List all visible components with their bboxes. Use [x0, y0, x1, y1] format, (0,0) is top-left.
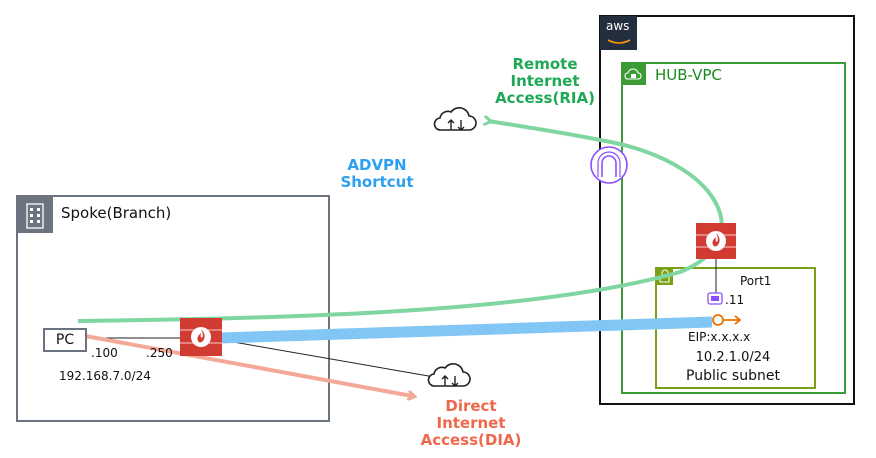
port-ip-label: .11 — [725, 293, 745, 307]
cloud-icon — [427, 363, 471, 387]
vpc-cloud-lock-icon — [622, 63, 646, 85]
pc-ip-label: .100 — [91, 346, 118, 360]
firewall-icon — [180, 318, 222, 356]
cloud-icon — [433, 107, 477, 131]
spoke-subnet-label: 192.168.7.0/24 — [59, 369, 151, 383]
building-icon — [17, 196, 53, 233]
public-subnet-label: Public subnet — [686, 368, 780, 384]
eip-label: EIP:x.x.x.x — [688, 330, 751, 344]
spoke-title: Spoke(Branch) — [61, 204, 172, 222]
aws-cloud-box — [599, 15, 855, 405]
fw-ip-label: .250 — [146, 346, 173, 360]
aws-smile-icon — [607, 39, 631, 44]
aws-logo-text: aws — [606, 19, 630, 33]
aws-logo-badge — [600, 16, 637, 50]
ria-path — [77, 121, 724, 323]
advpn-shortcut-path — [219, 316, 713, 344]
pc-box: PC — [43, 328, 87, 352]
hub-vpc-title: HUB-VPC — [655, 66, 722, 84]
firewall-icon — [696, 223, 736, 259]
elastic-ip-icon — [712, 314, 742, 326]
fw-internet-link — [221, 339, 441, 379]
hub-subnet-cidr: 10.2.1.0/24 — [695, 350, 771, 365]
port-label: Port1 — [740, 274, 772, 288]
internet-gateway-icon — [590, 146, 628, 184]
spoke-branch-box — [16, 195, 330, 422]
dia-path — [79, 333, 412, 396]
network-interface-icon — [707, 292, 723, 305]
hub-vpc-box — [621, 62, 846, 394]
